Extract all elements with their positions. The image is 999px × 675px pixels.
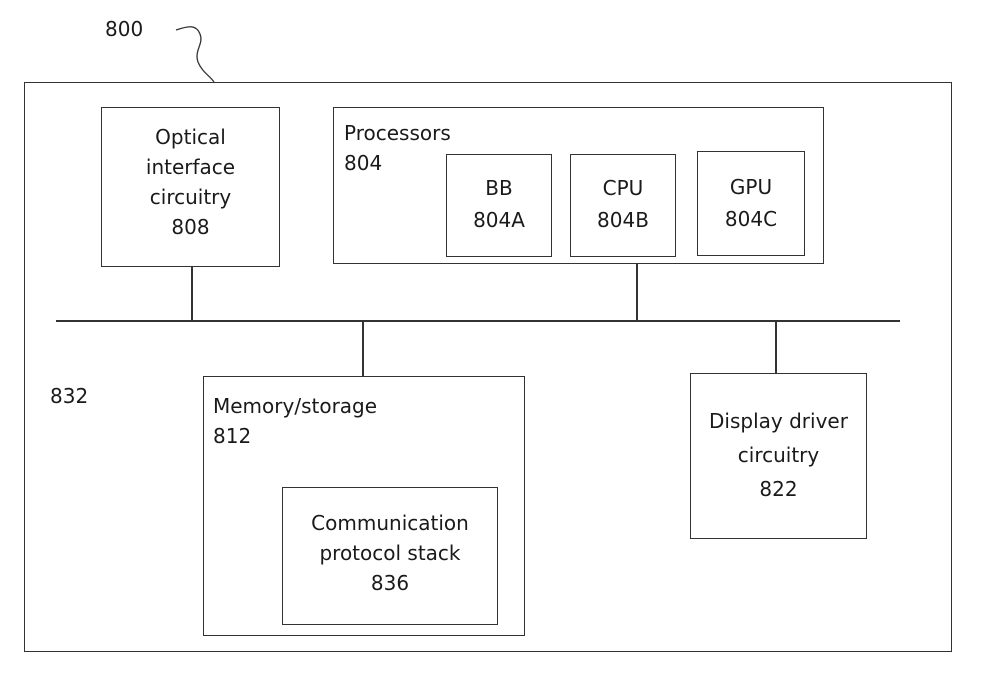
optical-connector xyxy=(191,266,193,321)
cpu-label: CPU xyxy=(602,176,644,200)
stack-line1: Communication xyxy=(311,511,469,535)
cpu-box: CPU 804B xyxy=(570,154,676,257)
bb-ref: 804A xyxy=(473,208,525,232)
gpu-label: GPU xyxy=(729,175,773,199)
figure-ref-label: 800 xyxy=(105,17,144,41)
processors-ref: 804 xyxy=(344,151,383,175)
display-ref: 822 xyxy=(759,477,798,501)
protocol-stack-box: Communication protocol stack 836 xyxy=(282,487,498,625)
display-line2: circuitry xyxy=(737,443,820,467)
stack-line2: protocol stack xyxy=(319,541,461,565)
memory-connector xyxy=(362,321,364,377)
display-driver-box: Display driver circuitry 822 xyxy=(690,373,867,539)
optical-line2: interface xyxy=(145,155,236,179)
optical-ref: 808 xyxy=(171,215,210,239)
processors-label: Processors xyxy=(344,121,451,145)
display-connector xyxy=(775,321,777,374)
optical-interface-box: Optical interface circuitry 808 xyxy=(101,107,280,267)
system-bus xyxy=(56,320,900,322)
memory-label: Memory/storage xyxy=(213,394,378,418)
display-line1: Display driver xyxy=(709,409,848,433)
bb-label: BB xyxy=(485,176,513,200)
memory-ref: 812 xyxy=(213,424,252,448)
bus-ref-label: 832 xyxy=(50,384,89,408)
gpu-box: GPU 804C xyxy=(697,151,805,256)
optical-line1: Optical xyxy=(155,125,226,149)
processors-box: Processors 804 BB 804A CPU 804B GPU 804C xyxy=(333,107,824,264)
stack-ref: 836 xyxy=(370,571,410,595)
cpu-ref: 804B xyxy=(597,208,649,232)
optical-line3: circuitry xyxy=(149,185,232,209)
bb-box: BB 804A xyxy=(446,154,552,257)
gpu-ref: 804C xyxy=(724,207,778,231)
processors-connector xyxy=(636,263,638,321)
memory-storage-box: Memory/storage 812 Communication protoco… xyxy=(203,376,525,636)
